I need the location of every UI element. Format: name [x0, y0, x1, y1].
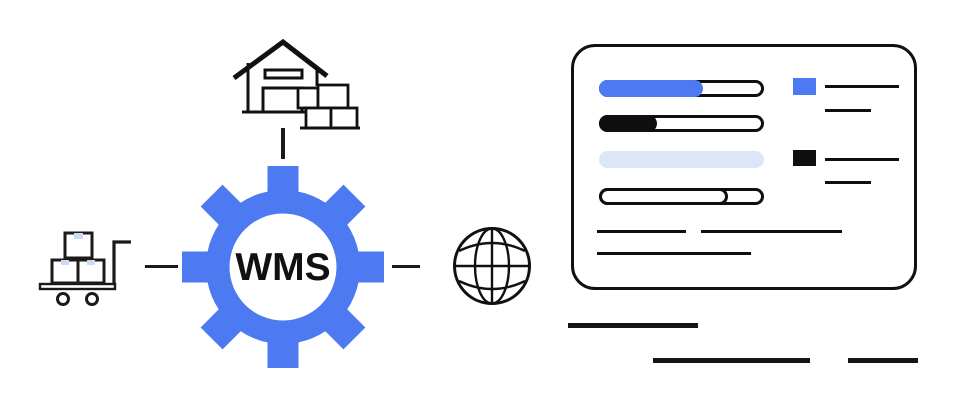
text-placeholder-line	[825, 158, 899, 161]
cart-wheel	[85, 292, 99, 306]
bar-light-solid	[599, 151, 764, 168]
warehouse-box	[329, 106, 359, 130]
text-placeholder-line	[825, 85, 899, 88]
warehouse-window	[263, 68, 304, 80]
connector-left	[145, 265, 178, 268]
dashboard-panel	[571, 44, 917, 290]
progress-segment-outline	[599, 188, 728, 205]
globe-latitude-south	[458, 279, 526, 291]
cart-with-boxes-icon	[38, 231, 131, 306]
box-tape	[74, 233, 83, 239]
wms-label: WMS	[235, 246, 330, 289]
cart-platform	[38, 282, 117, 291]
underline-stroke	[848, 358, 918, 363]
text-placeholder-line	[597, 252, 751, 255]
progress-bar-black	[599, 115, 764, 132]
text-placeholder-line	[597, 230, 686, 233]
progress-fill	[599, 80, 703, 97]
progress-fill	[599, 151, 764, 168]
connector-top	[281, 128, 285, 159]
text-placeholder-line	[825, 109, 871, 112]
box-tape	[61, 260, 69, 265]
text-placeholder-line	[701, 230, 842, 233]
progress-fill	[599, 115, 657, 132]
legend-swatch-black	[793, 150, 816, 166]
warehouse-with-boxes-icon	[232, 38, 360, 130]
cart-handle	[112, 240, 131, 284]
text-placeholder-line	[825, 181, 871, 184]
warehouse-box	[316, 83, 350, 110]
globe-latitude-north	[458, 241, 526, 253]
warehouse-box	[296, 86, 320, 110]
underline-stroke	[568, 323, 698, 328]
warehouse-roof	[232, 38, 329, 81]
wms-gear-icon: WMS	[182, 166, 384, 368]
cart-wheel	[56, 292, 70, 306]
box-tape	[87, 260, 95, 265]
progress-bar-outline	[599, 188, 764, 205]
gear-center	[229, 213, 337, 321]
warehouse-door	[261, 86, 304, 114]
connector-right	[392, 265, 420, 268]
globe-icon	[453, 227, 531, 305]
progress-bar-blue	[599, 80, 764, 97]
warehouse-box	[304, 106, 333, 130]
legend-swatch-blue	[793, 78, 816, 95]
underline-stroke	[653, 358, 810, 363]
